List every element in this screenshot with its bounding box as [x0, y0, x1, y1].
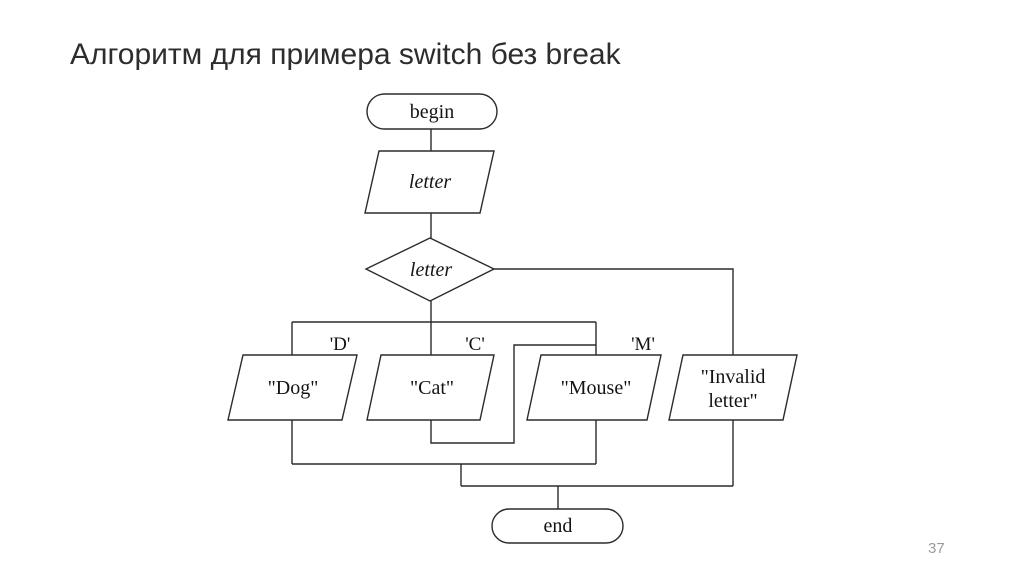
end-terminator-shape: [491, 508, 624, 544]
mouse-parallelogram-shape: [526, 354, 662, 421]
node-begin: begin: [366, 93, 498, 130]
node-output-invalid-letter: "Invalid letter": [668, 354, 798, 421]
dog-parallelogram-shape: [227, 354, 358, 421]
case-label-c: 'C': [465, 334, 485, 355]
slide-title: Алгоритм для примера switch без break: [70, 38, 621, 71]
mouse-label: "Mouse": [561, 377, 632, 399]
connectors: [291, 129, 734, 509]
case-labels: 'D' 'C' 'M': [330, 334, 655, 355]
case-label-d: 'D': [330, 334, 351, 355]
cat-parallelogram-shape: [366, 354, 495, 421]
invalid-label-line1: "Invalid: [701, 366, 766, 388]
node-decision-letter: letter: [364, 237, 496, 302]
invalid-parallelogram-shape: [668, 354, 798, 421]
begin-label: begin: [410, 101, 454, 123]
invalid-label-line2: letter": [708, 390, 757, 412]
node-output-mouse: "Mouse": [526, 354, 662, 421]
cat-label: "Cat": [410, 377, 454, 399]
node-output-dog: "Dog": [227, 354, 358, 421]
input-parallelogram-shape: [364, 150, 495, 214]
connector-default-branch: [494, 268, 734, 356]
decision-label: letter: [410, 259, 452, 281]
case-label-m: 'M': [631, 334, 655, 355]
decision-diamond-shape: [364, 237, 496, 302]
node-end: end: [491, 508, 624, 544]
connector-cat-fallthrough-to-mouse: [430, 344, 596, 444]
begin-terminator-shape: [366, 93, 498, 130]
node-output-cat: "Cat": [366, 354, 495, 421]
input-label: letter: [409, 171, 451, 193]
page-number: 37: [928, 540, 945, 557]
node-input-letter: letter: [364, 150, 495, 214]
dog-label: "Dog": [268, 377, 319, 399]
end-label: end: [544, 515, 573, 537]
